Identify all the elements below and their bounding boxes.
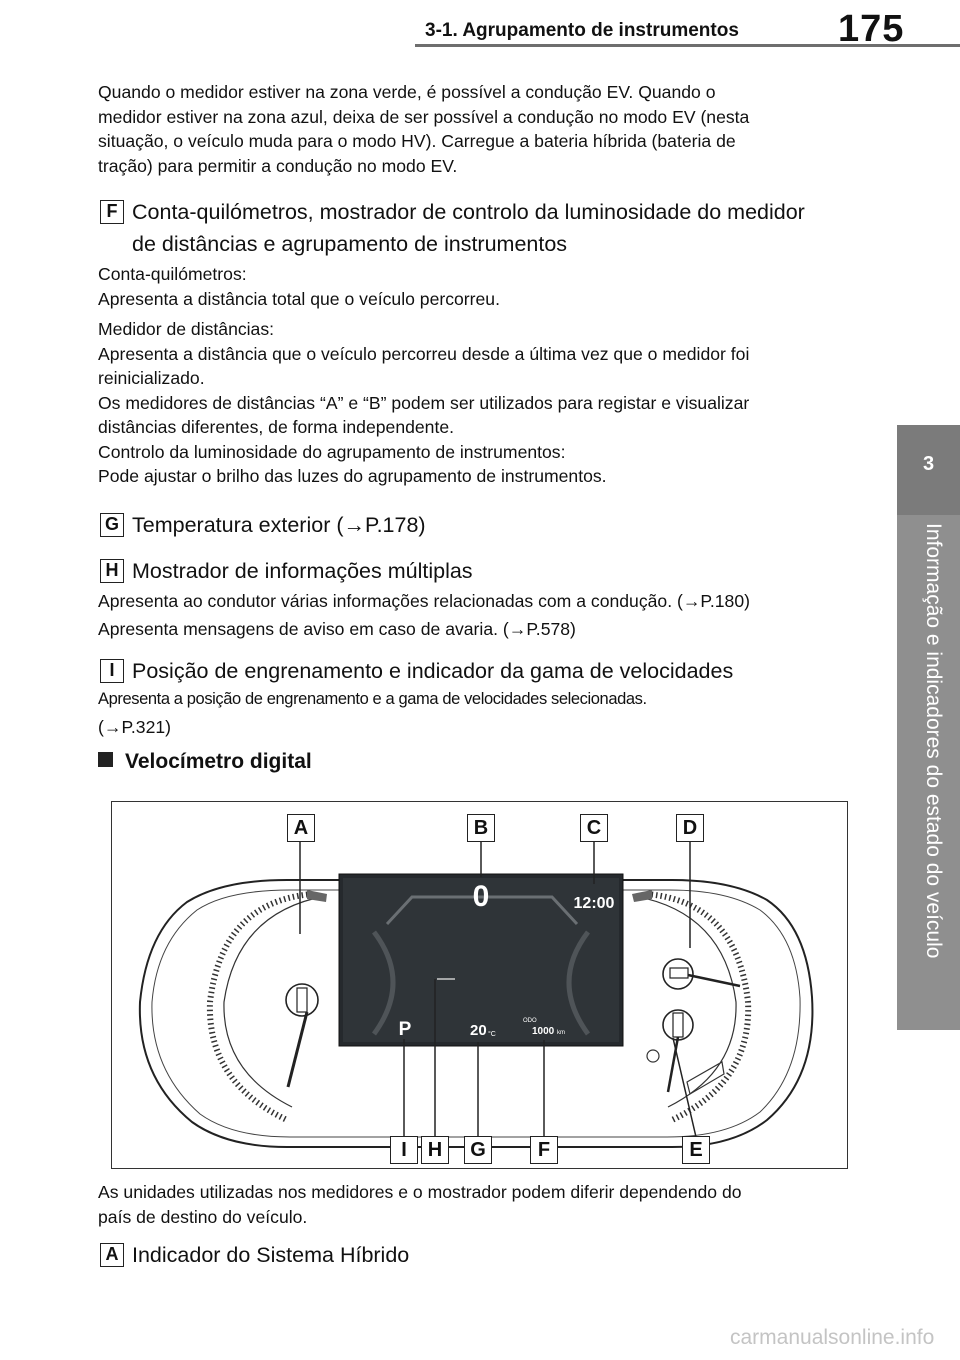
text-line: situação, o veículo muda para o modo HV)… bbox=[98, 131, 736, 151]
section-heading-text: Velocímetro digital bbox=[125, 750, 312, 773]
text-line: Conta-quilómetros: bbox=[98, 264, 247, 284]
heading-text: Indicador do Sistema Híbrido bbox=[132, 1243, 410, 1267]
item-f-trip-text: Medidor de distâncias: Apresenta a distâ… bbox=[98, 317, 858, 489]
item-a-heading: A Indicador do Sistema Híbrido bbox=[100, 1239, 860, 1271]
item-h-text: Apresenta ao condutor várias informações… bbox=[98, 589, 858, 641]
item-badge: A bbox=[100, 1243, 124, 1267]
text-line: Medidor de distâncias: bbox=[98, 319, 275, 339]
item-f-heading: F Conta-quilómetros, mostrador de control… bbox=[100, 196, 860, 260]
item-h-heading: H Mostrador de informações múltiplas bbox=[100, 555, 860, 587]
text-line: medidor estiver na zona azul, deixa de s… bbox=[98, 106, 750, 127]
text-line: Os medidores de distâncias “A” e “B” pod… bbox=[98, 392, 750, 413]
screen-odo: 1000 bbox=[532, 1026, 555, 1037]
heading-text: de distâncias e agrupamento de instrumen… bbox=[132, 232, 568, 256]
callout-label-g: G bbox=[464, 1136, 492, 1164]
callout-label-a: A bbox=[287, 814, 315, 842]
screen-clock: 12:00 bbox=[574, 895, 615, 912]
cluster-illustration: 0 12:00 P 20 °C ODO 1000 km bbox=[138, 842, 814, 1148]
footnote: As unidades utilizadas nos medidores e o… bbox=[98, 1180, 858, 1229]
text-line: país de destino do veículo. bbox=[98, 1206, 308, 1227]
screen-speed: 0 bbox=[473, 880, 490, 913]
item-badge: G bbox=[100, 513, 124, 537]
screen-odo-mode: ODO bbox=[523, 1018, 537, 1024]
item-i-heading: I Posição de engrenamento e indicador da … bbox=[100, 655, 860, 687]
item-badge: H bbox=[100, 559, 124, 583]
chapter-tab: 3 bbox=[897, 425, 960, 515]
item-badge: I bbox=[100, 659, 124, 683]
text-line: As unidades utilizadas nos medidores e o… bbox=[98, 1182, 742, 1202]
page-number: 175 bbox=[838, 8, 905, 50]
callout-label-f: F bbox=[530, 1136, 558, 1164]
square-bullet-icon bbox=[98, 752, 113, 767]
item-badge: F bbox=[100, 200, 124, 224]
heading-text: Temperatura exterior (→P.178) bbox=[132, 513, 426, 537]
item-g-heading: G Temperatura exterior (→P.178) bbox=[100, 509, 860, 541]
callout-label-c: C bbox=[580, 814, 608, 842]
intro-paragraph: Quando o medidor estiver na zona verde, … bbox=[98, 80, 858, 178]
text-line: Apresenta a distância que o veículo perc… bbox=[98, 343, 750, 364]
callout-label-e: E bbox=[682, 1136, 710, 1164]
callout-label-b: B bbox=[467, 814, 495, 842]
text-line: Apresenta a posição de engrenamento e a … bbox=[98, 690, 647, 708]
page-header: 3-1. Agrupamento de instrumentos 175 bbox=[0, 0, 960, 50]
text-line: distâncias diferentes, de forma independ… bbox=[98, 417, 455, 437]
callout-label-h: H bbox=[421, 1136, 449, 1164]
text-line: Controlo da luminosidade do agrupamento … bbox=[98, 441, 566, 462]
chapter-title: Informação e indicadores do estado do ve… bbox=[922, 523, 945, 959]
text-line: Quando o medidor estiver na zona verde, … bbox=[98, 82, 716, 102]
callout-label-d: D bbox=[676, 814, 704, 842]
text-line: reinicializado. bbox=[98, 368, 205, 388]
screen-temp: 20 bbox=[470, 1022, 487, 1039]
header-rule bbox=[415, 44, 960, 47]
text-line: (→P.321) bbox=[98, 716, 172, 737]
chapter-title-tab: Informação e indicadores do estado do ve… bbox=[897, 515, 960, 1030]
chapter-number: 3 bbox=[922, 453, 935, 475]
heading-text: Posição de engrenamento e indicador da g… bbox=[132, 659, 734, 683]
watermark: carmanualsonline.info bbox=[730, 1326, 935, 1349]
text-line: Apresenta ao condutor várias informações… bbox=[98, 591, 750, 611]
section-title: 3-1. Agrupamento de instrumentos bbox=[425, 20, 739, 41]
screen-gear: P bbox=[399, 1019, 412, 1040]
heading-text: Conta-quilómetros, mostrador de controlo… bbox=[132, 200, 805, 224]
instrument-cluster-figure: 0 12:00 P 20 °C ODO 1000 km A B C D I H … bbox=[111, 801, 848, 1169]
section-heading: Velocímetro digital bbox=[98, 750, 312, 774]
item-f-odometer-text: Conta-quilómetros: Apresenta a distância… bbox=[98, 262, 858, 311]
text-line: Pode ajustar o brilho das luzes do agrup… bbox=[98, 466, 607, 486]
callout-label-i: I bbox=[390, 1136, 418, 1164]
text-line: Apresenta a distância total que o veícul… bbox=[98, 288, 500, 309]
screen-odo-unit: km bbox=[557, 1030, 565, 1036]
text-line: tração) para permitir a condução no modo… bbox=[98, 155, 458, 176]
heading-text: Mostrador de informações múltiplas bbox=[132, 559, 473, 583]
item-i-text: Apresenta a posição de engrenamento e a … bbox=[98, 687, 858, 739]
text-line: Apresenta mensagens de aviso em caso de … bbox=[98, 618, 576, 639]
screen-temp-unit: °C bbox=[488, 1030, 496, 1038]
